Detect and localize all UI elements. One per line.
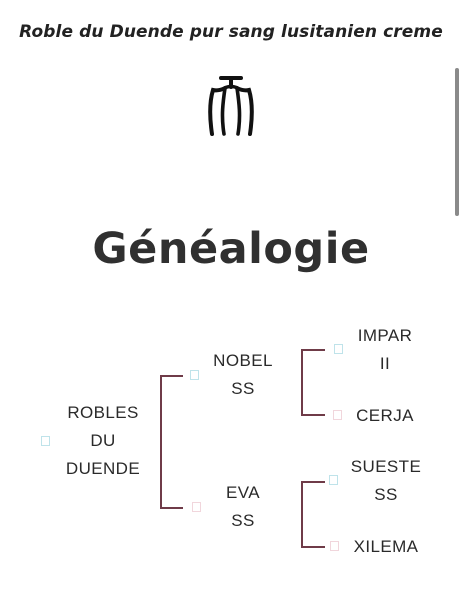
pedigree-dam-sire[interactable]: SUESTE SS bbox=[341, 453, 431, 509]
pedigree-dam-sire-line2: SS bbox=[374, 485, 398, 504]
pedigree-dam-dam[interactable]: XILEMA bbox=[341, 533, 431, 561]
horse-brand-icon bbox=[208, 76, 254, 136]
pedigree-sire-sire-line2: II bbox=[379, 354, 391, 373]
pedigree-subject[interactable]: ROBLES DU DUENDE bbox=[58, 399, 148, 483]
pedigree-sire-sire[interactable]: IMPAR II bbox=[345, 322, 425, 378]
pedigree-sire-dam-line1: CERJA bbox=[356, 406, 414, 425]
page-header-title: Roble du Duende pur sang lusitanien crem… bbox=[19, 22, 443, 42]
sire-dam-marker-icon bbox=[333, 410, 342, 420]
dam-marker-icon bbox=[192, 502, 201, 512]
genealogy-title: Généalogie bbox=[92, 224, 370, 274]
pedigree-sire-line2: SS bbox=[231, 379, 255, 398]
scrollbar-thumb[interactable] bbox=[455, 68, 459, 216]
pedigree-bracket-parents bbox=[160, 375, 183, 509]
pedigree-dam-dam-line1: XILEMA bbox=[353, 537, 419, 556]
dam-sire-marker-icon bbox=[329, 475, 338, 485]
pedigree-dam-sire-line1: SUESTE bbox=[350, 457, 422, 476]
pedigree-subject-line2: DU bbox=[90, 431, 116, 450]
pedigree-bracket-dam-parents bbox=[301, 481, 325, 548]
subject-marker-icon bbox=[41, 436, 50, 446]
sire-sire-marker-icon bbox=[334, 344, 343, 354]
pedigree-bracket-sire-parents bbox=[301, 349, 325, 416]
pedigree-sire-line1: NOBEL bbox=[213, 351, 273, 370]
pedigree-dam-line2: SS bbox=[231, 511, 255, 530]
pedigree-sire-sire-line1: IMPAR bbox=[357, 326, 413, 345]
pedigree-sire[interactable]: NOBEL SS bbox=[203, 347, 283, 403]
pedigree-sire-dam[interactable]: CERJA bbox=[345, 402, 425, 430]
pedigree-subject-line1: ROBLES bbox=[67, 403, 139, 422]
pedigree-dam-line1: EVA bbox=[226, 483, 260, 502]
sire-marker-icon bbox=[190, 370, 199, 380]
dam-dam-marker-icon bbox=[330, 541, 339, 551]
pedigree-subject-line3: DUENDE bbox=[65, 459, 141, 478]
pedigree-dam[interactable]: EVA SS bbox=[208, 479, 278, 535]
